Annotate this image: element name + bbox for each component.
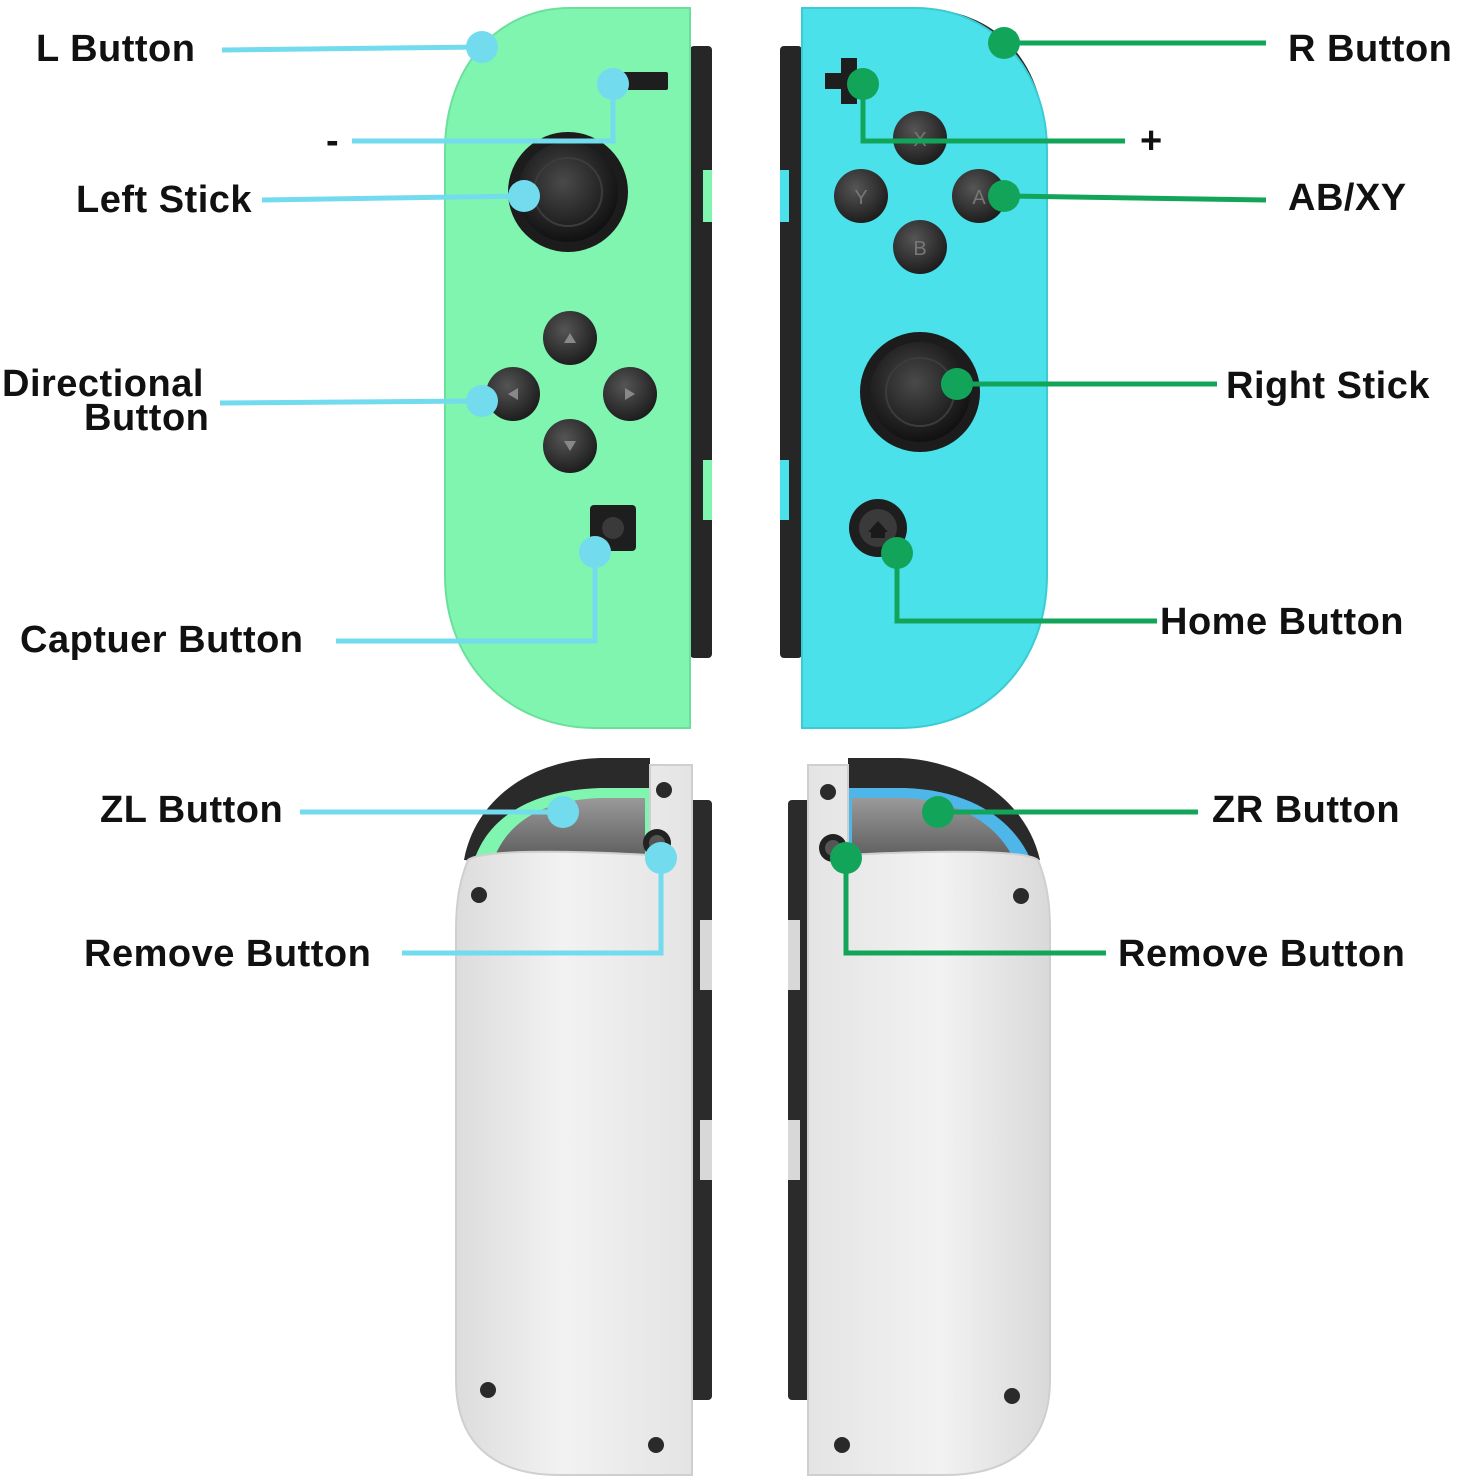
left-leader-dots (466, 31, 677, 874)
left-leaders (219, 44, 664, 956)
directional-buttons (486, 311, 657, 473)
right-back-body (807, 764, 1051, 1476)
y-button[interactable] (834, 169, 888, 223)
left-rail (690, 46, 712, 658)
right-rail (780, 46, 802, 658)
zl-trigger-rim (464, 758, 650, 862)
screw (471, 887, 487, 903)
capture-button-label: Captuer Button (20, 619, 304, 661)
arrow-down-icon (564, 441, 576, 451)
screw (1013, 888, 1029, 904)
screw (480, 1382, 496, 1398)
left-joycon-body (444, 7, 691, 729)
b-button-label: B (913, 238, 926, 260)
a-button[interactable] (952, 169, 1006, 223)
right-leader-dots (830, 27, 1020, 874)
zr-button-label: ZR Button (1212, 789, 1400, 831)
arrow-up-icon (564, 333, 576, 343)
right-leaders (843, 40, 1267, 956)
screw (1004, 1388, 1020, 1404)
x-button[interactable] (893, 111, 947, 165)
right-stick-label: Right Stick (1226, 365, 1430, 407)
capture-icon (602, 517, 624, 539)
directional-label-line2: Button (84, 397, 209, 439)
face-buttons: X Y A B (834, 111, 1006, 274)
right-stick[interactable] (870, 342, 970, 442)
arrow-left-icon (508, 388, 518, 400)
right-joycon-front: X Y A B (780, 7, 1048, 729)
remove-button-left-label: Remove Button (84, 933, 371, 975)
home-button-label: Home Button (1160, 601, 1404, 643)
a-button-label: A (972, 187, 986, 209)
home-icon (868, 521, 888, 538)
screw (834, 1437, 850, 1453)
arrow-right-icon (625, 388, 635, 400)
l-button-label: L Button (36, 28, 195, 70)
left-stick[interactable] (518, 142, 618, 242)
y-button-label: Y (854, 187, 867, 209)
zr-trigger-rim (848, 758, 1040, 862)
abxy-label: AB/XY (1288, 177, 1407, 219)
screw (648, 1437, 664, 1453)
sr-screw-top (820, 784, 836, 800)
sr-screw-top (656, 782, 672, 798)
minus-label: - (326, 120, 339, 162)
zl-button-label: ZL Button (100, 789, 283, 831)
b-button[interactable] (893, 220, 947, 274)
directional-label-line1: Directional (2, 363, 204, 405)
right-joycon-back (788, 758, 1051, 1476)
left-stick-label: Left Stick (76, 179, 252, 221)
plus-label: + (1140, 120, 1163, 162)
left-back-body (455, 764, 693, 1476)
remove-button-right-label: Remove Button (1118, 933, 1405, 975)
labels: L Button - Left Stick Directional Button… (2, 28, 1452, 975)
r-button-label: R Button (1288, 28, 1452, 70)
left-joycon-front (444, 7, 712, 729)
